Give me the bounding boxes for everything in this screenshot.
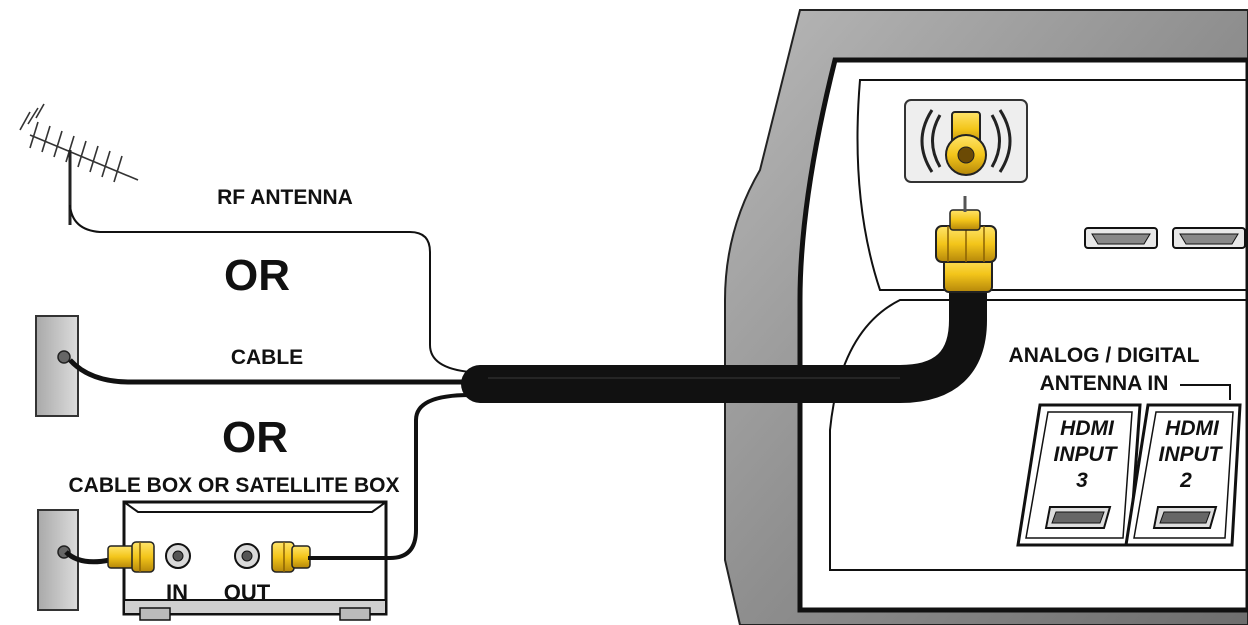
box-output-wire [308, 393, 471, 560]
antenna-in-label: ANALOG / DIGITAL ANTENNA IN [1009, 344, 1231, 400]
cable-label: CABLE [231, 346, 303, 369]
out-label: OUT [224, 580, 271, 605]
hdmi-2-line3: 2 [1179, 469, 1192, 492]
hdmi-2-line2: INPUT [1159, 443, 1224, 466]
antenna-wire [69, 204, 471, 373]
box-wall-plate [37, 509, 79, 611]
hdmi-slot-top-1 [1084, 227, 1158, 249]
f-connector-out-icon [271, 541, 311, 573]
rf-antenna-label: RF ANTENNA [217, 186, 353, 209]
box-input-wire [64, 550, 111, 565]
in-label: IN [166, 580, 188, 605]
hdmi-input-2: HDMI INPUT 2 [1124, 403, 1242, 547]
hdmi-3-line1: HDMI [1060, 417, 1115, 440]
cable-wire [68, 358, 470, 385]
cable-box-label: CABLE BOX OR SATELLITE BOX [69, 474, 400, 497]
antenna-in-line2: ANTENNA IN [1040, 372, 1169, 395]
antenna-in-line1: ANALOG / DIGITAL [1009, 344, 1200, 367]
or-label-1: OR [224, 251, 290, 300]
main-coax-cable [461, 261, 987, 403]
cable-box: IN OUT [122, 500, 388, 621]
rf-antenna-icon [19, 103, 139, 225]
hdmi-2-line1: HDMI [1165, 417, 1220, 440]
hdmi-slot-top-2 [1172, 227, 1246, 249]
cable-wall-plate [35, 315, 79, 417]
hdmi-3-line3: 3 [1076, 469, 1088, 492]
or-label-2: OR [222, 413, 288, 462]
f-connector-tv-icon [935, 196, 997, 293]
hdmi-input-3: HDMI INPUT 3 [1016, 403, 1142, 547]
hdmi-3-line2: INPUT [1054, 443, 1119, 466]
f-connector-in-icon [107, 541, 155, 573]
antenna-jack [904, 99, 1028, 183]
